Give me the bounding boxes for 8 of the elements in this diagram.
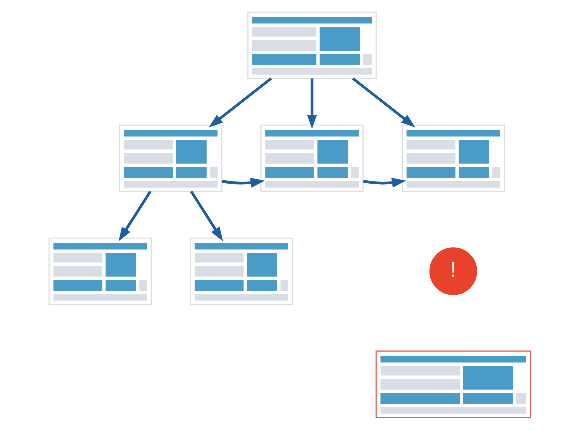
arrow xyxy=(222,178,266,188)
arrow xyxy=(352,78,416,128)
arrow xyxy=(363,178,406,188)
arrow xyxy=(307,78,318,130)
arrow xyxy=(190,190,224,242)
arrow xyxy=(209,78,272,128)
label: ! xyxy=(450,256,457,282)
arrow xyxy=(118,190,152,242)
